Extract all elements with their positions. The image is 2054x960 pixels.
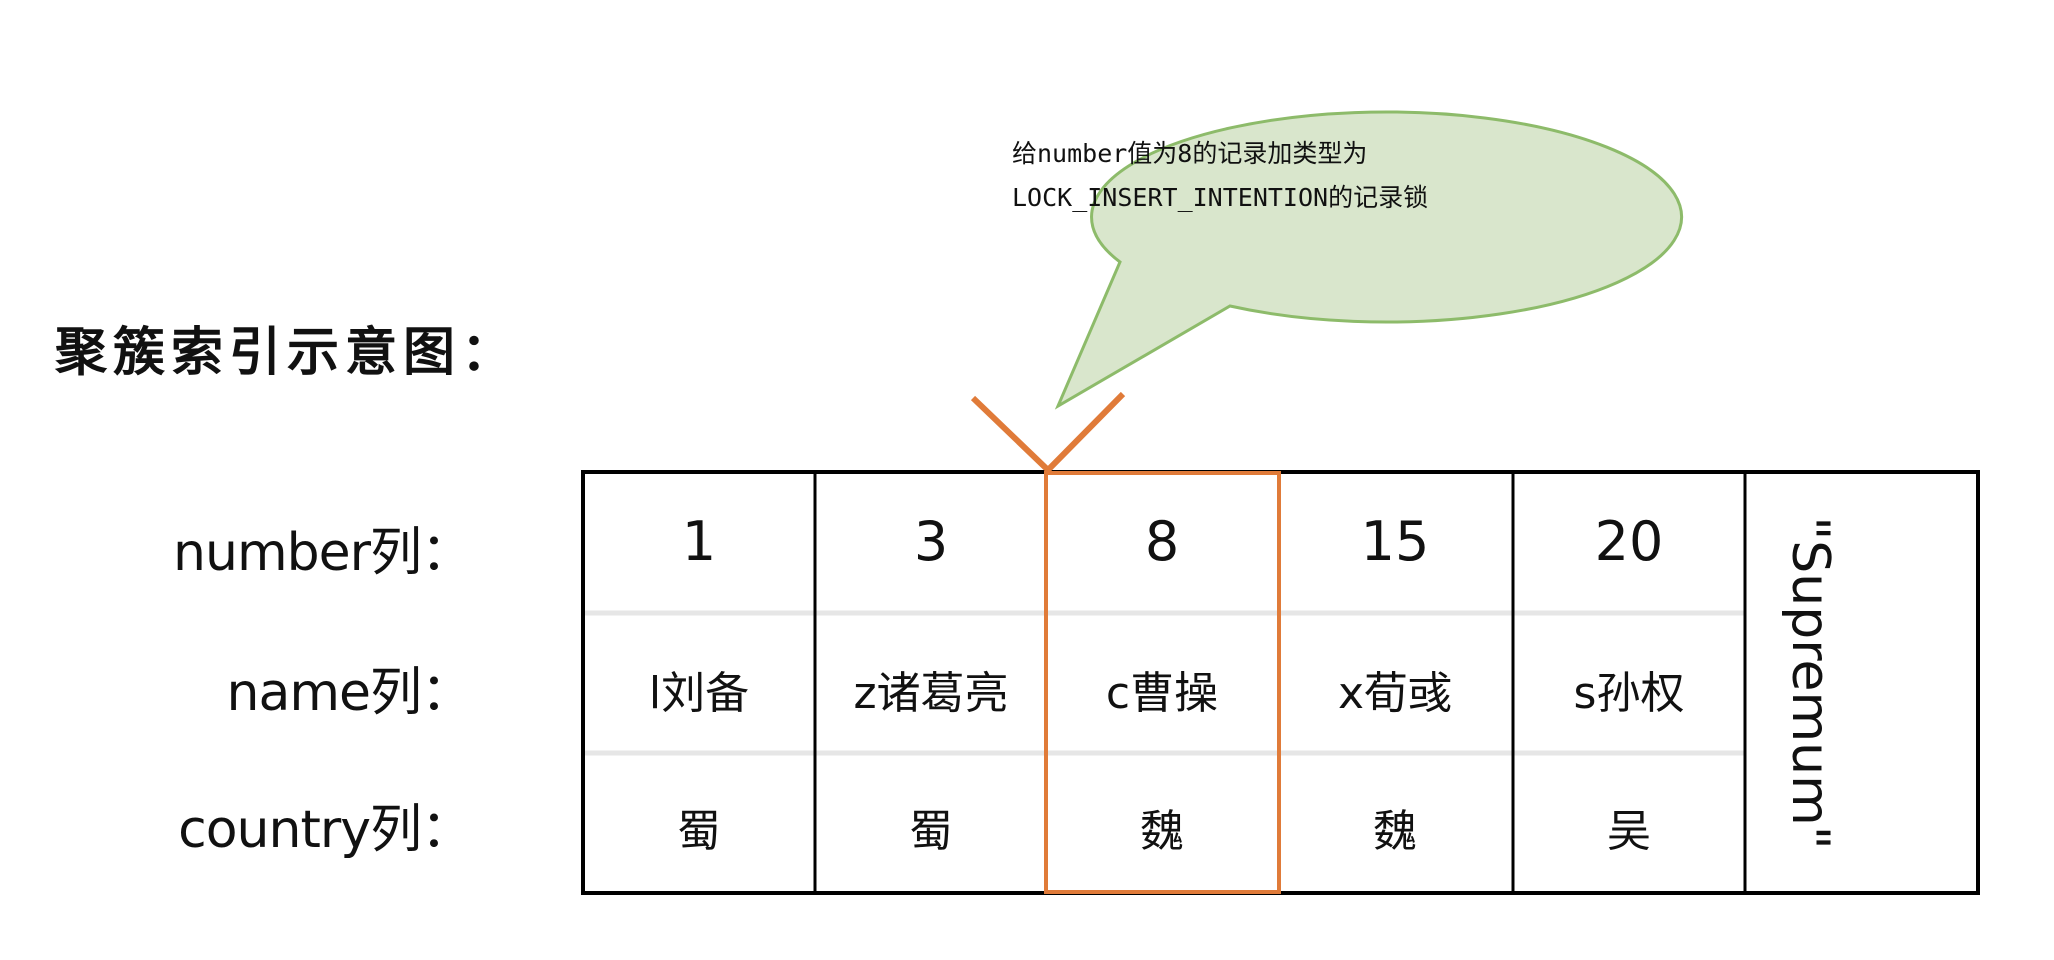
record-country: 魏 xyxy=(1140,806,1184,857)
supremum-record: "Supremum" xyxy=(1780,516,1840,850)
record-country: 吴 xyxy=(1607,806,1651,857)
callout-line-2: LOCK_INSERT_INTENTION的记录锁 xyxy=(1012,183,1429,212)
callout-text: 给number值为8的记录加类型为 LOCK_INSERT_INTENTION的… xyxy=(1012,132,1428,220)
record-name: s孙权 xyxy=(1573,668,1685,719)
record-name: l刘备 xyxy=(648,668,750,719)
diagram-title: 聚簇索引示意图： xyxy=(55,322,520,383)
record-number: 3 xyxy=(913,510,949,573)
callout-line-1: 给number值为8的记录加类型为 xyxy=(1012,139,1368,168)
record-country: 魏 xyxy=(1373,806,1417,857)
record-number: 20 xyxy=(1594,510,1664,573)
row-label-name: name列： xyxy=(226,663,473,723)
record-name: c曹操 xyxy=(1105,668,1219,719)
record-number: 15 xyxy=(1360,510,1430,573)
record-number: 1 xyxy=(681,510,717,573)
record-name: x荀彧 xyxy=(1337,668,1453,719)
record-name: z诸葛亮 xyxy=(853,668,1009,719)
highlighted-record-box xyxy=(1044,471,1281,894)
callout-bubble xyxy=(1054,110,1684,410)
row-label-number: number列： xyxy=(173,523,473,583)
record-number: 8 xyxy=(1144,510,1180,573)
insert-position-marker xyxy=(970,391,1126,475)
record-country: 蜀 xyxy=(677,806,721,857)
record-country: 蜀 xyxy=(909,806,953,857)
row-label-country: country列： xyxy=(178,800,473,860)
